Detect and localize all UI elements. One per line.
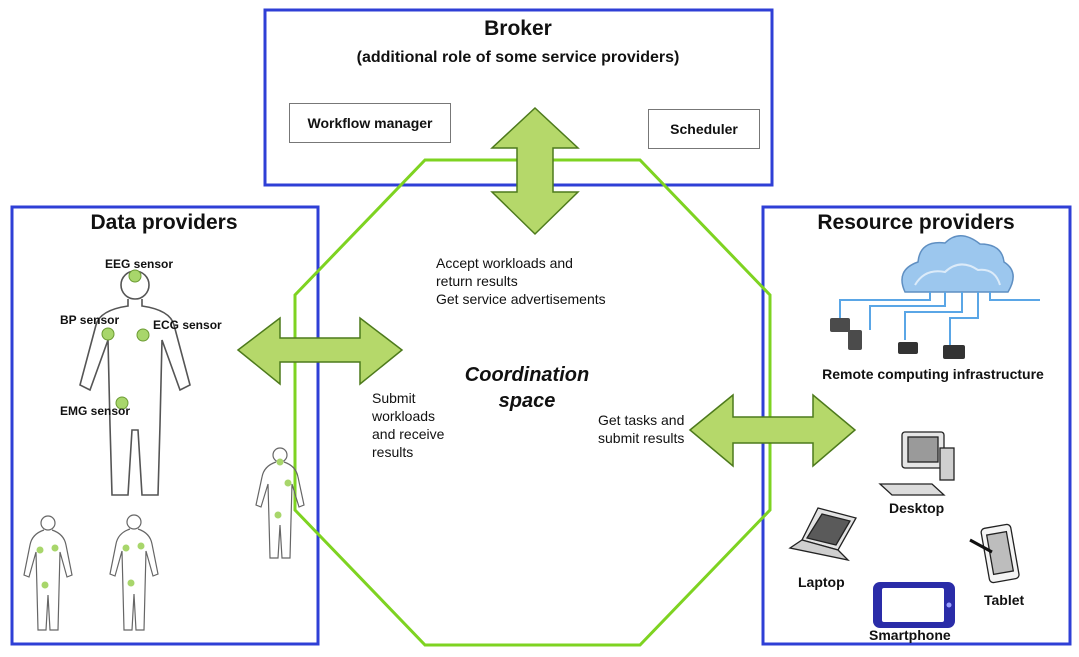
small-sensor-dot bbox=[276, 458, 284, 466]
data-edge-line: Submit bbox=[372, 390, 416, 406]
laptop-icon bbox=[788, 507, 857, 562]
coordination-octagon bbox=[293, 158, 772, 647]
laptop-label: Laptop bbox=[798, 574, 845, 590]
emg-sensor-label: EMG sensor bbox=[60, 404, 131, 418]
small-human-icon-1 bbox=[23, 515, 73, 631]
broker-arrow bbox=[490, 106, 580, 236]
emg-sensor-dot bbox=[115, 396, 129, 410]
small-sensor-dot bbox=[274, 511, 282, 519]
smartphone-label: Smartphone bbox=[869, 627, 951, 643]
human-body-icon bbox=[79, 270, 191, 496]
broker-edge-label: Accept workloads and return results Get … bbox=[436, 254, 676, 308]
small-sensor-dot bbox=[36, 546, 44, 554]
data-edge-label: Submit workloads and receive results bbox=[372, 389, 482, 461]
broker-subtitle: (additional role of some service provide… bbox=[356, 49, 680, 66]
small-sensor-dot bbox=[137, 542, 145, 550]
desktop-label: Desktop bbox=[889, 500, 945, 516]
resource-arrow bbox=[688, 393, 857, 468]
scheduler-box: Scheduler bbox=[648, 109, 760, 149]
workflow-manager-box: Workflow manager bbox=[289, 103, 451, 143]
tablet-icon bbox=[969, 523, 1020, 584]
small-sensor-dot bbox=[51, 544, 59, 552]
small-sensor-dot bbox=[127, 579, 135, 587]
resource-edge-line: Get tasks and bbox=[598, 412, 685, 428]
data-providers-box bbox=[10, 205, 320, 646]
coordination-title-line: Coordination bbox=[464, 364, 590, 386]
small-sensor-dot bbox=[122, 544, 130, 552]
remote-computing-label: Remote computing infrastructure bbox=[822, 366, 1044, 382]
smartphone-icon bbox=[873, 582, 955, 628]
data-edge-line: workloads bbox=[372, 408, 436, 424]
broker-title: Broker bbox=[484, 17, 552, 40]
cloud-icon bbox=[901, 235, 1014, 293]
ecg-sensor-dot bbox=[136, 328, 150, 342]
resource-providers-title: Resource providers bbox=[817, 211, 1015, 234]
resource-edge-line: submit results bbox=[598, 430, 685, 446]
data-arrow bbox=[236, 316, 404, 386]
bp-sensor-label: BP sensor bbox=[60, 313, 120, 327]
network-devices-icon bbox=[830, 318, 965, 359]
broker-edge-line: Get service advertisements bbox=[436, 291, 606, 307]
desktop-icon bbox=[878, 431, 955, 496]
data-edge-line: and receive bbox=[372, 426, 445, 442]
broker-edge-line: Accept workloads and bbox=[436, 255, 573, 271]
resource-edge-label: Get tasks and submit results bbox=[598, 411, 708, 447]
eeg-sensor-dot bbox=[128, 269, 142, 283]
ecg-sensor-label: ECG sensor bbox=[153, 318, 222, 332]
coordination-title-line: space bbox=[498, 390, 556, 412]
eeg-sensor-label: EEG sensor bbox=[105, 257, 174, 271]
bp-sensor-dot bbox=[101, 327, 115, 341]
broker-edge-line: return results bbox=[436, 273, 518, 289]
small-sensor-dot bbox=[41, 581, 49, 589]
data-providers-title: Data providers bbox=[90, 211, 238, 234]
tablet-label: Tablet bbox=[984, 592, 1025, 608]
coordination-title: Coordination space bbox=[432, 362, 622, 414]
small-sensor-dot bbox=[284, 479, 292, 487]
network-lines bbox=[839, 292, 1040, 345]
small-human-icon-2 bbox=[109, 514, 159, 631]
data-edge-line: results bbox=[372, 444, 414, 460]
